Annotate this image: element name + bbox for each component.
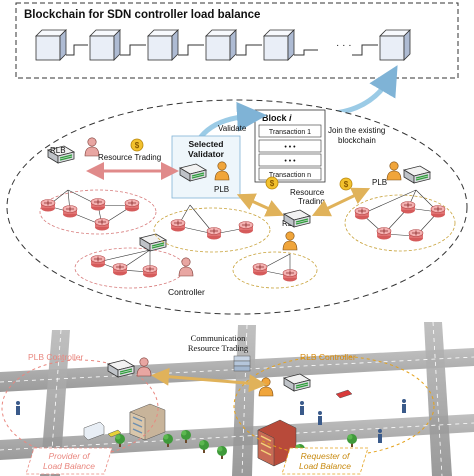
bus-icon (83, 421, 105, 441)
router-icon (430, 205, 446, 218)
requester-label-2: Load Balance (299, 461, 351, 471)
router-icon (354, 207, 370, 220)
coin-icon-right (339, 177, 353, 191)
selected-validator-l2: Validator (188, 149, 225, 159)
router-icon (90, 198, 106, 211)
router-icon (400, 201, 416, 214)
router-icon (112, 263, 128, 276)
stacked-resource-icon (233, 355, 251, 372)
plb-controller-label: PLB Controller (28, 352, 83, 362)
block-cube-1 (35, 29, 67, 61)
router-icon (40, 199, 56, 212)
router-icon (252, 263, 268, 276)
cluster-bottom-center (232, 251, 318, 289)
cluster-left-top-links (47, 189, 133, 226)
cluster-right-links (361, 189, 439, 237)
comm-trading-arrow (151, 367, 267, 393)
trading-arrow-right (311, 187, 371, 217)
transaction-n: Transaction n (269, 172, 311, 179)
router-icon (62, 205, 78, 218)
selected-validator-l1: Selected (189, 139, 224, 149)
router-icon (376, 227, 392, 240)
rlb-controller-label: RLB Controller (300, 352, 356, 362)
provider-callout: Provider of Load Balance (25, 447, 113, 475)
validate-label: Validate (218, 124, 247, 133)
blockchain-title: Blockchain for SDN controller load balan… (24, 9, 260, 21)
plb-center-label: PLB (214, 185, 229, 194)
plb-right-label: PLB (372, 178, 387, 187)
comm-resource-trading-l2: Resource Trading (188, 343, 249, 353)
tx-dots-2: • • • (284, 158, 296, 165)
coin-icon-center (265, 176, 279, 190)
block-cube-5 (263, 29, 295, 61)
chain-ellipsis: · · · (336, 40, 352, 51)
pedestrian-icons (16, 399, 406, 443)
road-vertical-right (424, 322, 452, 476)
block-i-title: Block i (262, 113, 292, 123)
block-i: Block i Transaction 1 • • • • • • Transa… (254, 109, 326, 183)
resource-trading-center-l1: Resource (290, 188, 325, 197)
router-icon (90, 255, 106, 268)
router-icon (170, 219, 186, 232)
tx-dots-1: • • • (284, 144, 296, 151)
requester-callout: Requester of Load Balance (281, 447, 369, 475)
car-icon (107, 429, 122, 438)
router-icon (94, 218, 110, 231)
router-icon (238, 221, 254, 234)
block-cube-3 (147, 29, 179, 61)
resource-trading-center-l2: Trading (298, 197, 325, 206)
block-cube-4 (205, 29, 237, 61)
block-cube-2 (89, 29, 121, 61)
resource-trading-left: Resource Trading (98, 153, 161, 162)
cluster-left-top (39, 189, 157, 235)
join-arrow (324, 65, 398, 117)
provider-label-1: Provider of (48, 451, 91, 461)
router-icon (206, 227, 222, 240)
join-label-2: blockchain (338, 136, 376, 145)
road-vertical-left (40, 330, 70, 476)
join-label-1: Join the existing (328, 126, 385, 135)
building-left (129, 403, 166, 441)
block-cube-6 (379, 29, 411, 61)
transaction-1: Transaction 1 (269, 129, 311, 136)
coin-icon-left (130, 138, 144, 152)
requester-label-1: Requester of (301, 451, 351, 461)
cluster-center (153, 207, 271, 253)
controller-label: Controller (168, 287, 205, 297)
router-icon (124, 199, 140, 212)
validate-arrow (198, 101, 267, 140)
router-icon (142, 265, 158, 278)
provider-label-2: Load Balance (43, 461, 95, 471)
cluster-left-bottom-links (97, 249, 151, 273)
router-icon (408, 229, 424, 242)
cluster-center-links (177, 204, 247, 235)
trading-arrow-center (236, 193, 285, 217)
comm-resource-trading-l1: Communication (191, 333, 247, 343)
router-icon (282, 269, 298, 282)
rlb-left-label: RLB (50, 146, 66, 155)
plb-controller-region (1, 359, 159, 457)
chain-link (66, 44, 378, 56)
car-icon (335, 389, 353, 399)
cluster-right (344, 194, 456, 252)
